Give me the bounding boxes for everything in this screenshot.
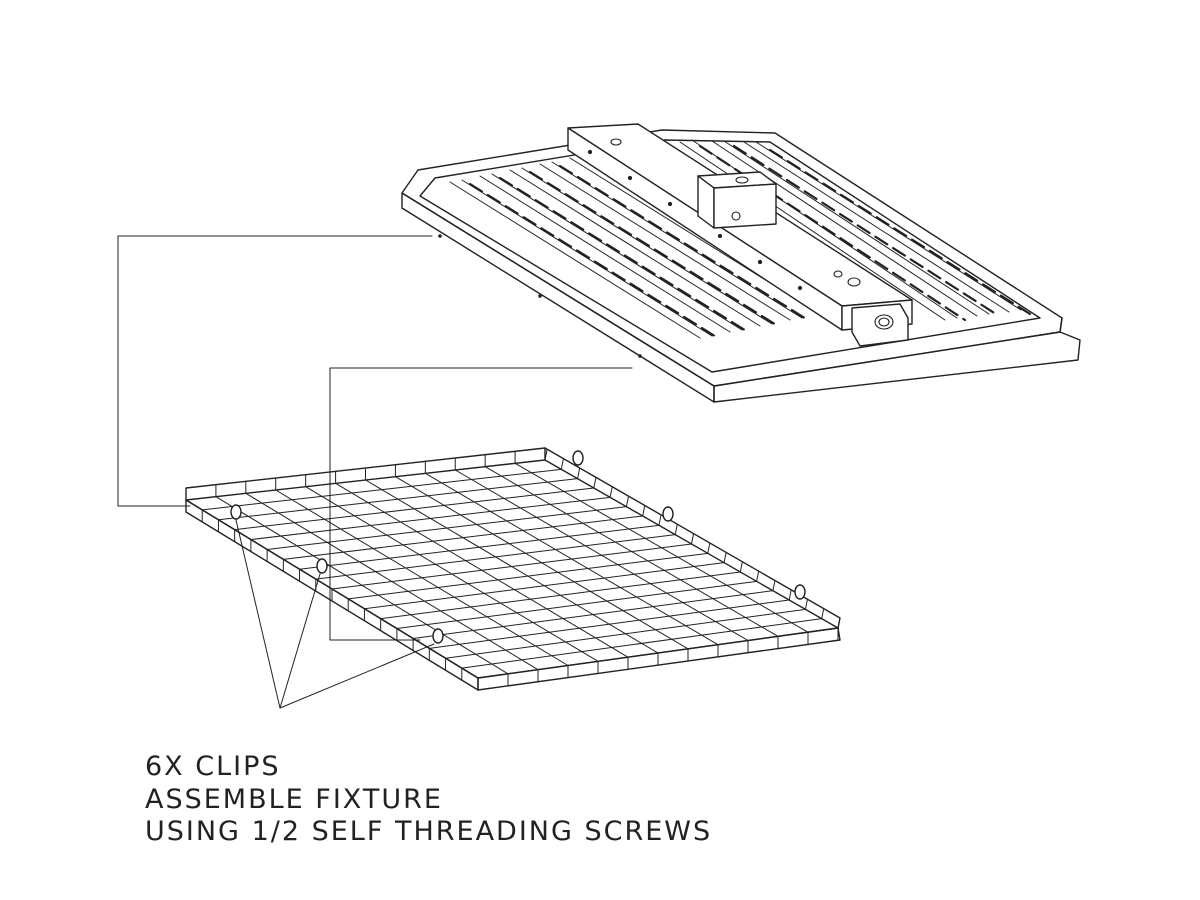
bevel-screws	[438, 234, 642, 358]
rail-line	[540, 164, 790, 320]
grid-wire	[740, 562, 742, 572]
rail-line	[480, 176, 730, 332]
conduit-hole	[875, 315, 893, 329]
led-chip-marks	[470, 146, 1030, 338]
grid-wire	[578, 469, 580, 479]
mount-hole	[736, 177, 748, 183]
rail-line	[680, 142, 945, 320]
clip	[231, 505, 241, 519]
grid-wire	[643, 506, 645, 516]
rail-line	[712, 141, 977, 316]
mount-hole	[848, 278, 860, 286]
grid-wire	[675, 525, 677, 535]
grid-wire	[336, 483, 628, 657]
grid-wire	[561, 459, 563, 469]
grid-wire	[515, 463, 808, 632]
guard-grid-lines	[186, 448, 840, 690]
rail-line	[724, 141, 989, 314]
wire-grid-guard	[186, 448, 840, 690]
grid-wire	[594, 478, 596, 488]
grid-wire	[425, 473, 718, 644]
grid-wire	[708, 543, 710, 553]
grid-wire	[216, 497, 508, 674]
grid-wire	[485, 467, 778, 637]
mount-hole	[611, 139, 621, 145]
guard-right-rim	[478, 628, 840, 690]
grid-wire	[626, 497, 628, 507]
driver-housing	[568, 124, 912, 346]
rail-line	[522, 168, 772, 324]
high-bay-light-fixture	[402, 124, 1080, 402]
grid-wire	[545, 450, 547, 460]
grid-wire	[246, 493, 538, 669]
rail-line	[492, 174, 742, 330]
rail-line	[756, 142, 1021, 310]
instruction-line: 6X CLIPS	[145, 751, 281, 782]
grid-wire	[773, 581, 775, 591]
grid-wire	[789, 590, 791, 600]
grid-wire	[822, 609, 824, 619]
rail-line	[462, 180, 712, 336]
clip	[663, 507, 673, 521]
fixture-corner-edge	[1060, 318, 1062, 332]
housing-holes	[588, 139, 893, 329]
fixture-side-bevel	[714, 332, 1080, 402]
mount-hole	[732, 212, 740, 220]
instruction-line: USING 1/2 SELF THREADING SCREWS	[145, 816, 713, 847]
rail-line	[744, 142, 1009, 312]
grid-wire	[306, 487, 598, 662]
leader-line-right	[330, 368, 632, 640]
grid-wire	[455, 470, 748, 641]
clip	[433, 629, 443, 643]
grid-wire	[659, 515, 661, 525]
grid-wire	[838, 618, 840, 628]
clips	[231, 451, 805, 643]
clip-callout	[280, 574, 320, 708]
clip	[573, 451, 583, 465]
clip-callout	[236, 520, 280, 708]
grid-wire	[757, 571, 759, 581]
clip	[795, 585, 805, 599]
rail-line	[552, 162, 802, 318]
leader-line-left	[118, 236, 432, 506]
rail-line	[450, 182, 700, 338]
fixture-inner-rim	[420, 140, 1040, 372]
conduit-hole-inner	[879, 318, 889, 326]
grid-wire	[724, 553, 726, 563]
grid-wire	[692, 534, 694, 544]
junction-box-side	[714, 184, 776, 228]
grid-wire	[276, 490, 568, 666]
clip	[317, 559, 327, 573]
grid-wire	[805, 599, 807, 609]
instruction-line: ASSEMBLE FIXTURE	[145, 784, 443, 815]
grid-wire	[366, 480, 659, 653]
clip-callout	[280, 644, 434, 708]
rail-line	[510, 170, 760, 326]
mount-hole	[834, 271, 842, 277]
grid-wire	[395, 477, 688, 649]
grid-wire	[610, 487, 612, 497]
assembly-leaders	[118, 236, 632, 708]
